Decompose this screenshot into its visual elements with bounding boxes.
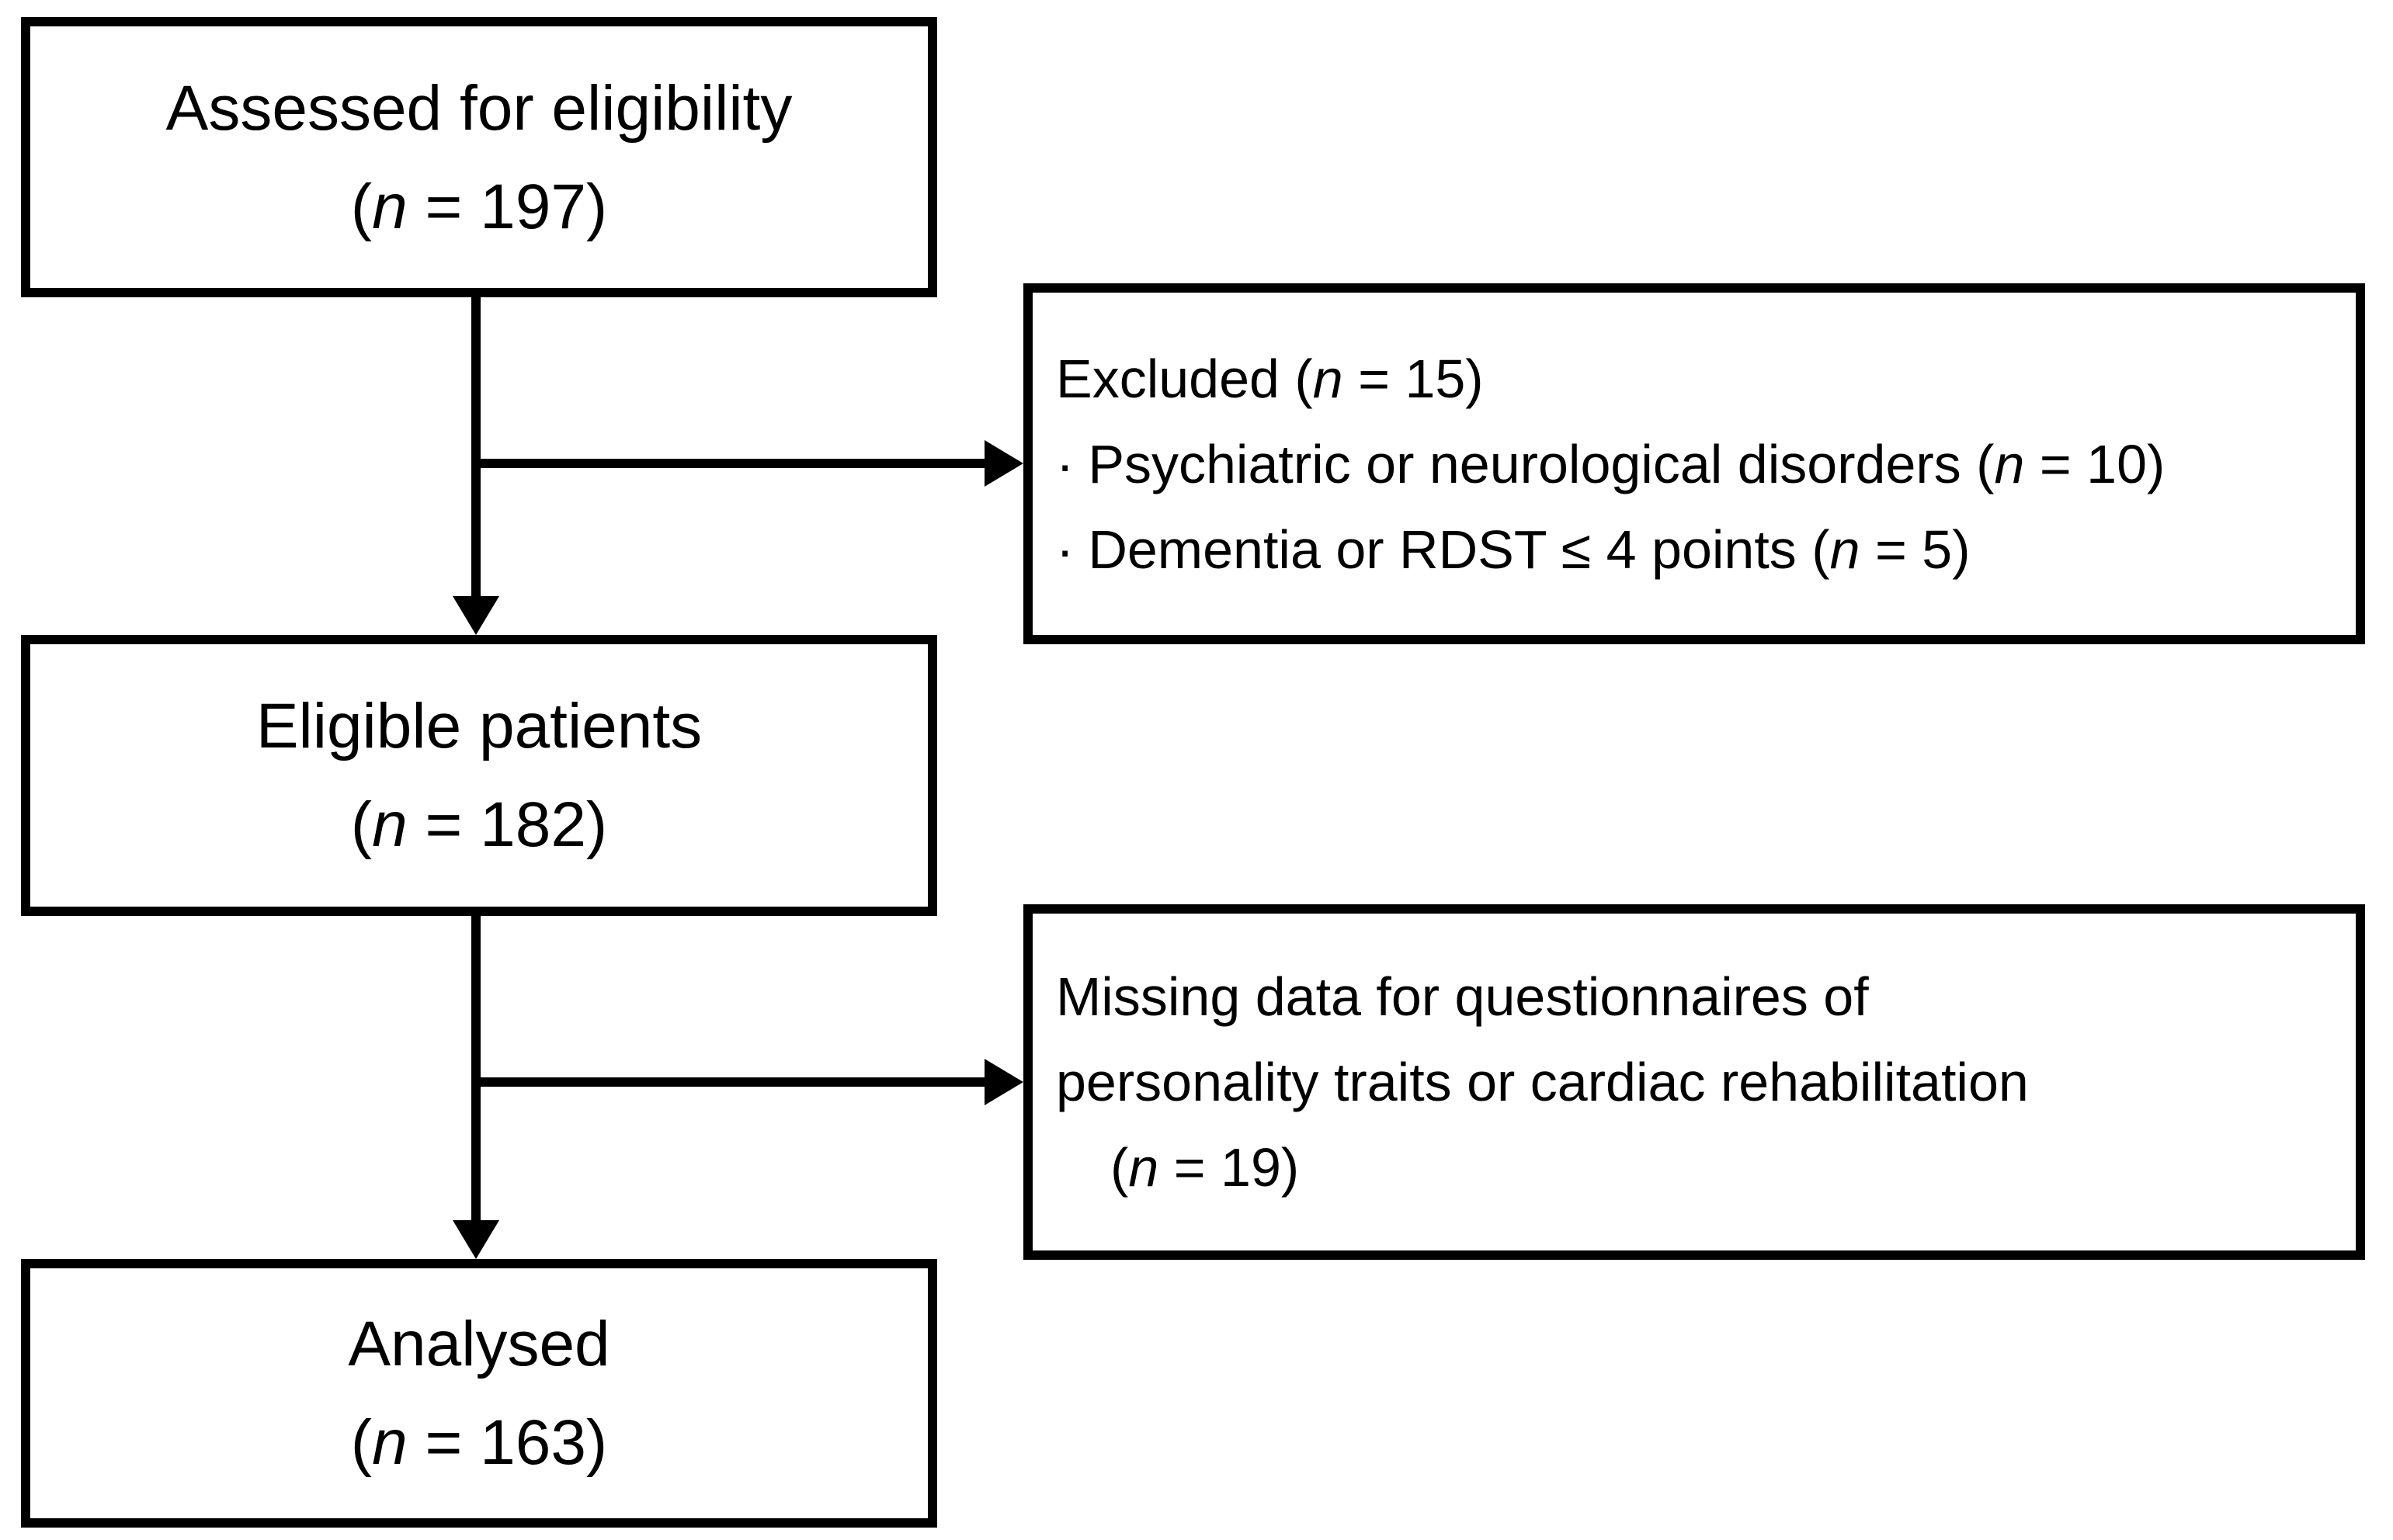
- excluded-item-2-n: n: [1829, 519, 1860, 580]
- excluded-item-psychiatric: ·Psychiatric or neurological disorders (…: [1056, 421, 2165, 507]
- assessed-title: Assessed for eligibility: [166, 59, 793, 158]
- excluded-header-text: Excluded (: [1056, 348, 1313, 409]
- eligible-count: (n = 182): [351, 775, 608, 874]
- analysed-count-n: n: [372, 1407, 408, 1478]
- missing-line-2-text: personality traits or cardiac rehabilita…: [1056, 1052, 2029, 1112]
- assessed-count-value: = 197): [407, 171, 608, 242]
- connector-branch-to-missing-data: [471, 1077, 986, 1087]
- missing-count: (n = 19): [1056, 1125, 1299, 1210]
- eligible-count-value: = 182): [407, 789, 608, 860]
- arrowhead-down-icon: [453, 596, 499, 635]
- analysed-count: (n = 163): [351, 1393, 608, 1492]
- excluded-header: Excluded (n = 15): [1056, 336, 1484, 421]
- box-assessed-for-eligibility: Assessed for eligibility (n = 197): [21, 17, 937, 297]
- arrowhead-down-icon: [453, 1220, 499, 1259]
- bullet-icon: ·: [1056, 519, 1075, 580]
- box-eligible-patients: Eligible patients (n = 182): [21, 635, 937, 916]
- excluded-item-2-text: Dementia or RDST ≤ 4 points (: [1088, 519, 1830, 580]
- missing-line-1: Missing data for questionnaires of: [1056, 954, 1869, 1039]
- analysed-count-open: (: [350, 1407, 373, 1478]
- assessed-title-text: Assessed for eligibility: [165, 72, 793, 144]
- missing-line-1-text: Missing data for questionnaires of: [1056, 966, 1869, 1027]
- excluded-item-1-text: Psychiatric or neurological disorders (: [1088, 433, 1995, 494]
- excluded-item-1-n: n: [1994, 433, 2025, 494]
- eligible-count-n: n: [372, 789, 408, 860]
- bullet-icon: ·: [1056, 433, 1075, 494]
- eligible-title: Eligible patients: [256, 677, 702, 775]
- arrowhead-right-icon: [985, 440, 1023, 487]
- assessed-count-open: (: [350, 171, 373, 242]
- eligible-count-open: (: [350, 789, 373, 860]
- excluded-item-dementia: ·Dementia or RDST ≤ 4 points (n = 5): [1056, 507, 1971, 592]
- connector-assessed-to-eligible: [471, 297, 481, 599]
- missing-count-n: n: [1128, 1137, 1159, 1198]
- eligible-title-text: Eligible patients: [255, 691, 703, 761]
- box-missing-data: Missing data for questionnaires of perso…: [1023, 904, 2365, 1260]
- connector-eligible-to-analysed: [471, 916, 481, 1223]
- excluded-item-1-value: = 10): [2024, 433, 2166, 494]
- assessed-count-n: n: [372, 171, 408, 242]
- missing-line-2: personality traits or cardiac rehabilita…: [1056, 1039, 2029, 1125]
- arrowhead-right-icon: [985, 1059, 1023, 1105]
- missing-count-value: = 19): [1158, 1137, 1300, 1198]
- excluded-header-value: = 15): [1342, 348, 1484, 409]
- analysed-title-text: Analysed: [348, 1309, 610, 1379]
- analysed-count-value: = 163): [407, 1407, 608, 1478]
- box-excluded: Excluded (n = 15) ·Psychiatric or neurol…: [1023, 283, 2365, 644]
- missing-count-open: (: [1110, 1137, 1129, 1198]
- excluded-item-2-value: = 5): [1860, 519, 1971, 580]
- assessed-count: (n = 197): [351, 158, 608, 256]
- box-analysed: Analysed (n = 163): [21, 1259, 937, 1528]
- analysed-title: Analysed: [348, 1295, 610, 1393]
- excluded-header-n: n: [1312, 348, 1343, 409]
- connector-branch-to-excluded: [471, 459, 986, 468]
